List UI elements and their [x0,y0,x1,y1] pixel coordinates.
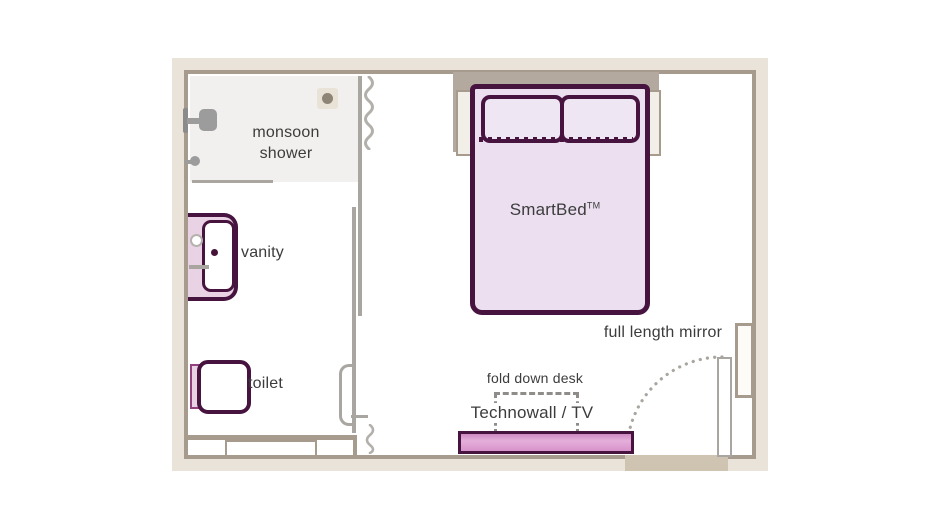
bathroom-sliding-door [352,207,356,433]
bathroom-partition-wall [358,76,362,316]
monsoon-shower-label: monsoon shower [252,124,320,162]
door-swing-arc [625,355,724,454]
fold-down-desk-label: fold down desk [486,370,584,386]
full-length-mirror-label: full length mirror [603,324,723,341]
shower-mount-icon [183,108,188,133]
shower-head-icon [199,109,217,131]
toilet-bowl [197,360,251,414]
entry-door [717,357,732,457]
sliding-door-latch-icon [351,415,368,418]
vanity-sink [202,220,235,292]
bed-sheet-dotted-line [479,137,633,142]
sliding-door-handle-icon [339,364,356,426]
bathroom-wall-step [353,435,357,455]
curtain-squiggle-icon [364,76,374,150]
wall-break-squiggle-icon [365,424,375,454]
door-threshold [625,455,728,471]
full-length-mirror [735,323,754,398]
shower-floor-edge [192,180,273,183]
smartbed-tm-mark: TM [586,200,601,211]
vanity-faucet-icon [189,265,209,269]
shower-valve-stem-icon [185,160,193,164]
smartbed-label-text: SmartBed [509,200,587,219]
shower-arm-icon [187,118,201,124]
toilet-label: toilet [248,375,283,392]
room-outline: monsoon shower vanity toilet SmartBedTM … [172,58,768,471]
technowall-tv-unit [458,431,634,454]
smartbed-label: SmartBedTM [470,200,640,220]
shower-drain-hole-icon [322,93,333,104]
bathroom-storage-recess [225,440,317,457]
pillow-left [481,95,564,143]
pillow-right [560,95,640,143]
vanity-label: vanity [241,244,284,261]
bathroom-bottom-wall [184,435,357,440]
vanity-tap-icon [190,234,203,247]
shower-valve-icon [190,156,200,166]
vanity-drain-icon [211,249,218,256]
technowall-tv-label: Technowall / TV [452,403,612,423]
